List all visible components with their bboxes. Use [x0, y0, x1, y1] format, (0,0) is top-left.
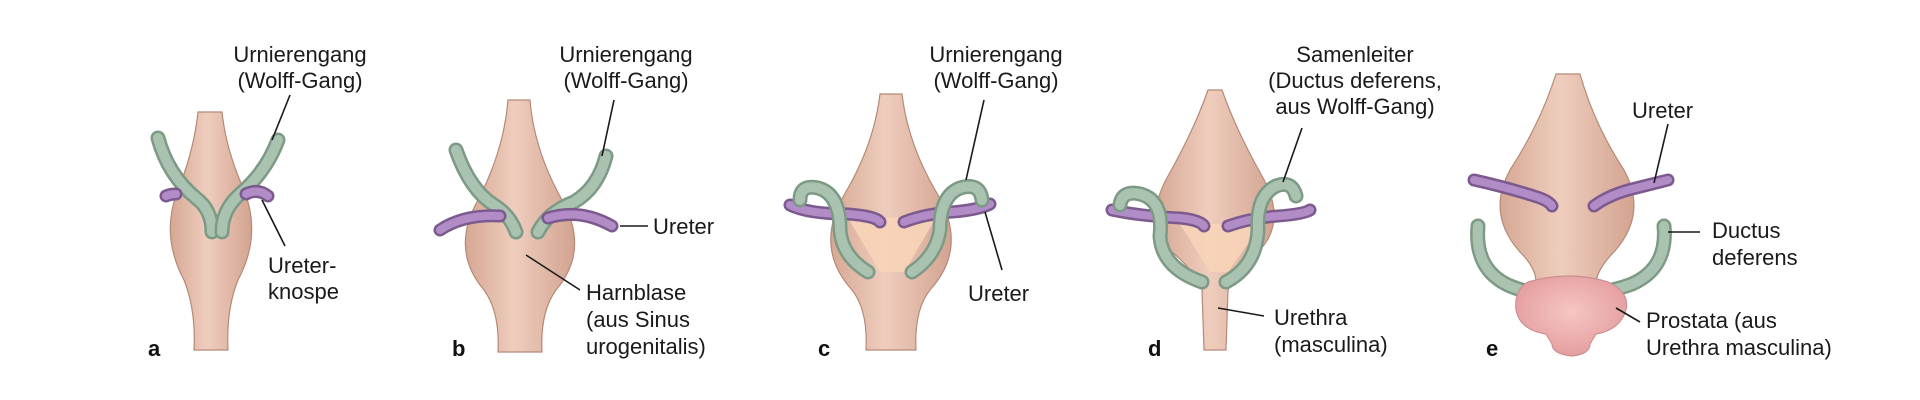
panel-a: Urnierengang (Wolff-Gang) Ureter- knospe…	[148, 42, 367, 361]
label-duct-d-2: (Ductus deferens,	[1268, 68, 1442, 93]
panel-b: Urnierengang (Wolff-Gang) Ureter Harnbla…	[433, 42, 714, 361]
panel-letter-a: a	[148, 336, 161, 361]
ureter-left	[1467, 173, 1559, 213]
label-duct-d-3: aus Wolff-Gang)	[1275, 94, 1434, 119]
panel-e: Ureter Ductus deferens Prostata (aus Ure…	[1467, 73, 1832, 361]
label-duct-a-1: Urnierengang	[233, 42, 366, 67]
leader-duct-c	[965, 99, 985, 181]
label-prostate-e-1: Prostata (aus	[1646, 308, 1777, 333]
panel-letter-d: d	[1148, 336, 1161, 361]
label-duct-d-1: Samenleiter	[1296, 42, 1413, 67]
label-bud-a-2: knospe	[268, 279, 339, 304]
prostate	[1515, 275, 1628, 357]
leader-duct-b	[601, 99, 615, 157]
wolff-duct-right	[904, 179, 990, 280]
leader-duct-d	[1282, 127, 1303, 183]
bladder-body	[1155, 89, 1275, 351]
leader-urethra-d	[1217, 307, 1265, 317]
leader-bud-a	[261, 199, 286, 247]
ductus-deferens-left	[1112, 185, 1210, 290]
wolff-duct-left	[792, 179, 876, 280]
label-duct-b-2: (Wolff-Gang)	[563, 68, 688, 93]
panel-letter-e: e	[1486, 336, 1498, 361]
label-urethra-d-2: (masculina)	[1274, 332, 1388, 357]
ureter-left	[1105, 203, 1211, 233]
panel-c: Urnierengang (Wolff-Gang) Ureter c	[783, 42, 1063, 361]
label-bladder-b-2: (aus Sinus	[586, 307, 690, 332]
label-duct-b-1: Urnierengang	[559, 42, 692, 67]
ureter-right	[1587, 173, 1675, 213]
leader-ureter-c	[984, 211, 1003, 271]
ureter-left	[783, 198, 887, 229]
wolff-duct-left	[448, 142, 524, 240]
label-ureter-b: Ureter	[653, 214, 714, 239]
ureteric-bud-right	[239, 184, 275, 203]
label-duct-c-2: (Wolff-Gang)	[933, 68, 1058, 93]
ureteric-bud-left	[159, 187, 183, 203]
wolff-duct-left	[150, 130, 220, 240]
trigone	[848, 218, 936, 272]
label-prostate-e-2: Urethra masculina)	[1646, 335, 1832, 360]
panel-letter-c: c	[818, 336, 830, 361]
label-ureter-c: Ureter	[968, 281, 1029, 306]
panel-letter-b: b	[452, 336, 465, 361]
leader-duct-a	[271, 94, 291, 141]
label-bud-a-1: Ureter-	[268, 253, 336, 278]
label-deferens-e-1: Ductus	[1712, 218, 1780, 243]
panel-d: Samenleiter (Ductus deferens, aus Wolff-…	[1105, 42, 1442, 361]
ureter-right	[541, 207, 619, 233]
leader-ureter-e	[1653, 123, 1669, 184]
bladder-body	[1499, 73, 1635, 283]
label-deferens-e-2: deferens	[1712, 245, 1798, 270]
label-ureter-e: Ureter	[1632, 98, 1693, 123]
ureter-right	[1221, 203, 1317, 233]
label-bladder-b-3: urogenitalis)	[586, 334, 706, 359]
label-duct-a-2: (Wolff-Gang)	[237, 68, 362, 93]
label-bladder-b-1: Harnblase	[586, 280, 686, 305]
ureter-left	[433, 209, 507, 237]
label-duct-c-1: Urnierengang	[929, 42, 1062, 67]
ductus-deferens-right	[1218, 176, 1304, 290]
leader-bladder-b	[525, 254, 581, 291]
label-urethra-d-1: Urethra	[1274, 305, 1348, 330]
trigone	[1180, 224, 1262, 272]
leader-prostate-e	[1615, 307, 1641, 323]
